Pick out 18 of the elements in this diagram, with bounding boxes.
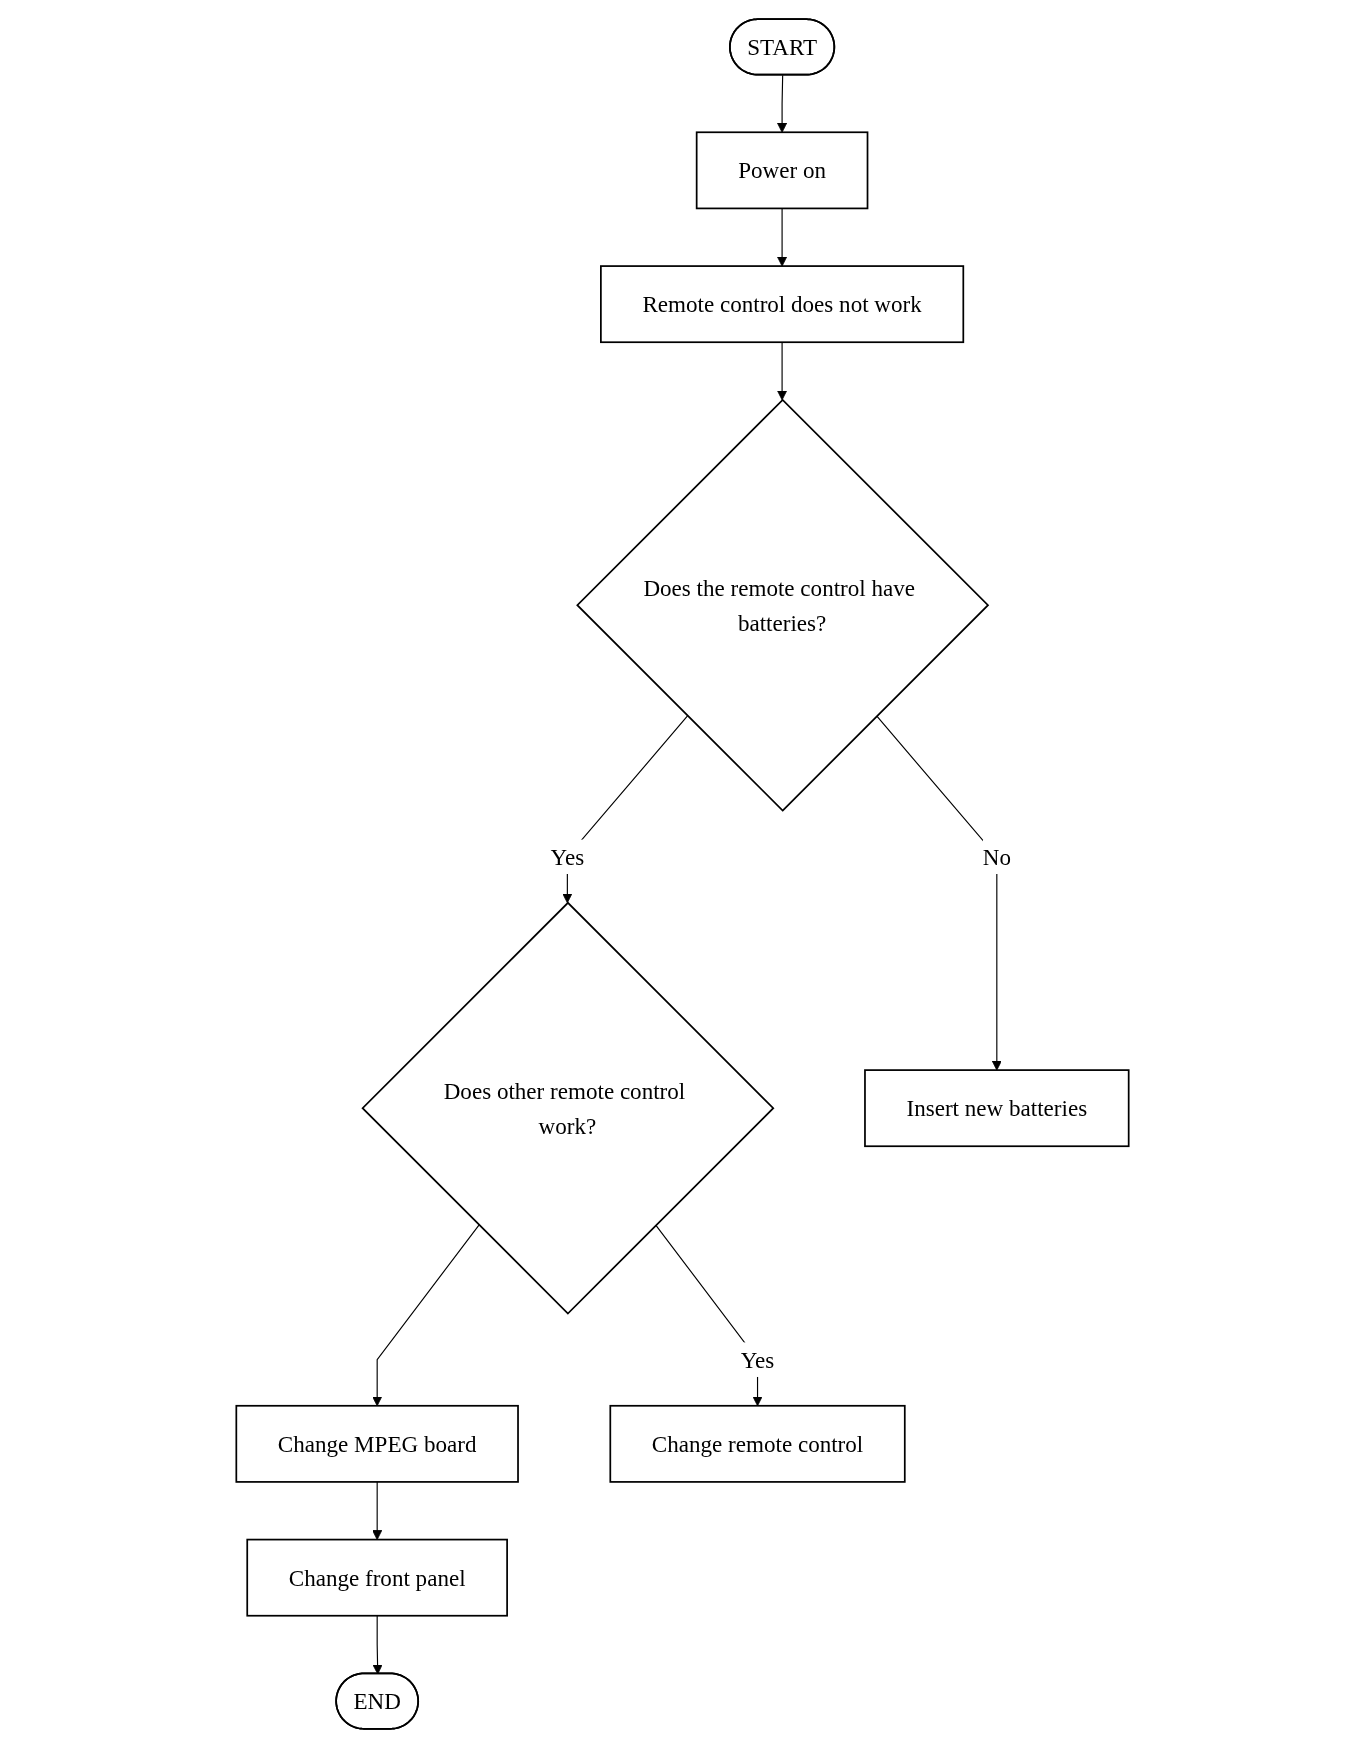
edge-label: No: [982, 844, 1011, 870]
arrow: [372, 1224, 480, 1407]
node-diamond: Does other remote control work?: [361, 901, 775, 1315]
node-box: Change remote control: [609, 1404, 906, 1483]
node-box: Insert new batteries: [864, 1069, 1130, 1148]
node-diamond: Does the remote control have batteries?: [576, 398, 990, 812]
node-box: Power on: [695, 131, 869, 210]
node-box: Change MPEG board: [235, 1404, 519, 1483]
arrow: [372, 1615, 383, 1675]
edge-label: Yes: [550, 844, 585, 870]
arrow: [777, 74, 788, 133]
arrow: [372, 1481, 383, 1541]
node-box: Remote control does not work: [600, 265, 965, 344]
arrow: [777, 207, 788, 267]
arrow: [777, 341, 788, 401]
edge-label: Yes: [740, 1346, 775, 1373]
node-box: Change front panel: [246, 1538, 508, 1617]
arrow: [876, 715, 1002, 1071]
